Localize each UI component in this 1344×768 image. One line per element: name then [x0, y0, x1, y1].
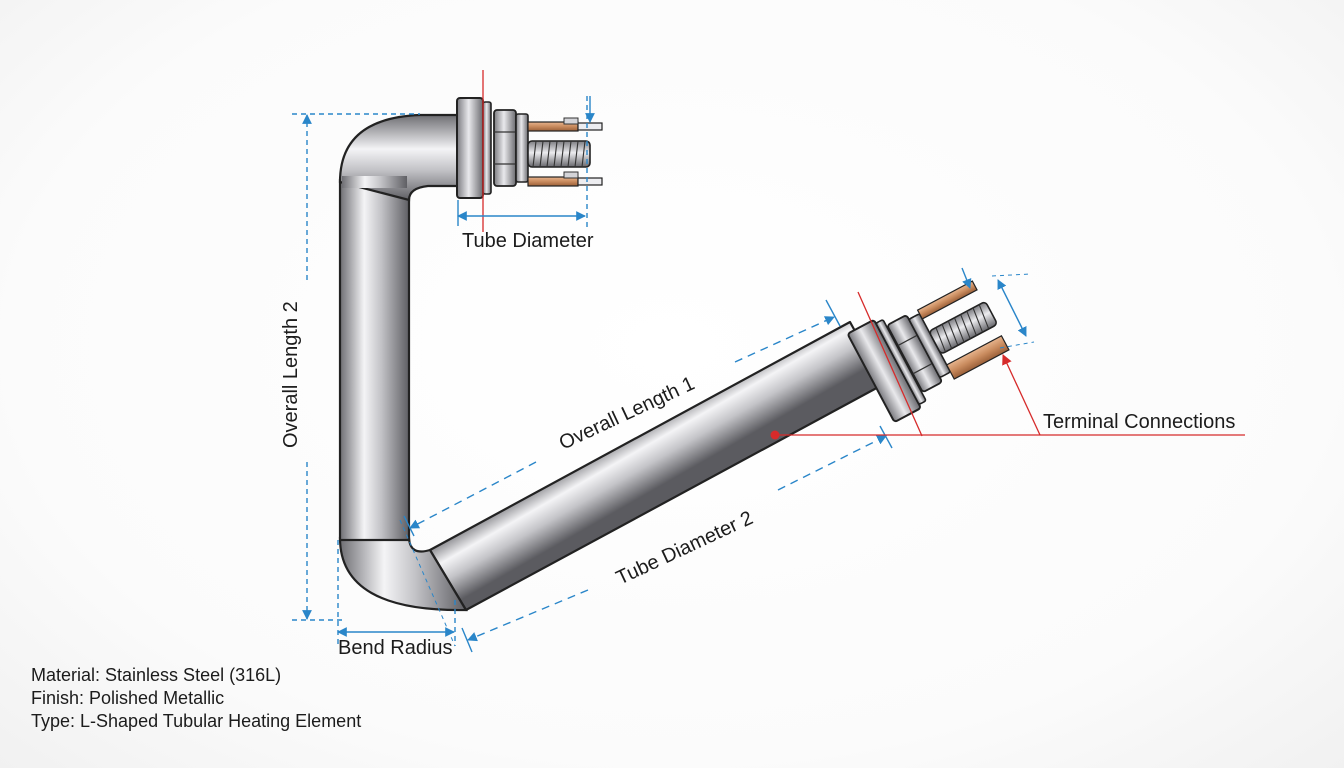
- right-terminal-spacing-dimension: [997, 279, 1027, 337]
- dimension-lines: [292, 96, 1035, 653]
- tube-lower-bend: [338, 536, 468, 612]
- specification-block: Material: Stainless Steel (316L) Finish:…: [31, 664, 361, 733]
- heating-tube: [338, 113, 886, 612]
- right-flange-ring: [875, 319, 927, 405]
- top-washer: [515, 113, 529, 183]
- type-spec: Type: L-Shaped Tubular Heating Element: [31, 711, 362, 731]
- top-hex-nut: [493, 109, 517, 187]
- terminal-connections-label: Terminal Connections: [1043, 411, 1235, 433]
- right-terminal-assembly: [847, 280, 1010, 423]
- terminal-connections-leader: [770, 354, 1245, 440]
- top-threaded-stud: [527, 140, 591, 168]
- right-terminal-thickness-dimension: [961, 267, 972, 289]
- overall-length-2-label: Overall Length 2: [280, 301, 302, 448]
- material-spec: Material: Stainless Steel (316L): [31, 665, 282, 685]
- finish-spec: Finish: Polished Metallic: [31, 688, 225, 708]
- reference-lines: [482, 70, 923, 437]
- bend-radius-label: Bend Radius: [338, 637, 453, 659]
- tube-vertical-section: [338, 178, 411, 542]
- tube-diameter-label: Tube Diameter: [462, 230, 594, 252]
- top-flange-ring: [482, 101, 492, 195]
- top-flange: [456, 97, 484, 199]
- tube-diameter-2-dimension-upper: [777, 435, 887, 491]
- right-terminal-tab-upper: [916, 280, 978, 320]
- right-terminal-tab-lower: [945, 334, 1010, 380]
- top-terminal-assembly: [456, 97, 603, 199]
- right-threaded-stud: [929, 301, 997, 354]
- overall-length-1-dimension-upper: [734, 316, 835, 363]
- tube-diameter-2-dimension-lower: [467, 589, 589, 642]
- overall-length-1-dimension-lower: [409, 461, 537, 529]
